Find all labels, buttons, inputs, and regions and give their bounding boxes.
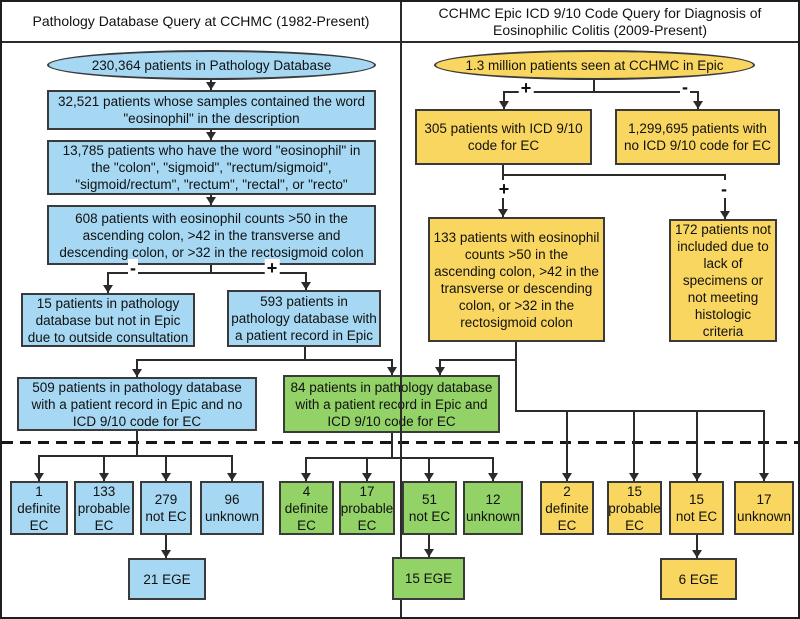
branch-sign-plus: + — [496, 179, 512, 199]
connector-line — [503, 91, 699, 93]
result-icd-probable-ec: 15 probable EC — [607, 481, 662, 535]
branch-sign-minus: - — [128, 258, 138, 278]
connector-line — [697, 91, 699, 109]
arrowhead — [301, 282, 311, 290]
arrowhead — [435, 367, 445, 375]
result-both-not-ec: 51 not EC — [402, 481, 457, 535]
connector-line — [38, 455, 40, 481]
result-icd-not-ec: 15 not EC — [669, 481, 724, 535]
arrowhead — [562, 473, 572, 481]
result-path-unknown: 96 unknown — [200, 481, 264, 535]
arrowhead — [132, 369, 142, 377]
arrowhead — [387, 367, 397, 375]
connector-line — [696, 410, 698, 481]
node-colon-site-filter: 13,785 patients who have the word "eosin… — [47, 140, 376, 195]
connector-line — [305, 457, 307, 481]
arrowhead — [629, 473, 639, 481]
connector-line — [38, 455, 233, 457]
connector-line — [136, 431, 138, 457]
connector-line — [305, 457, 494, 459]
left-panel-title: Pathology Database Query at CCHMC (1982-… — [32, 13, 370, 29]
result-icd-definite-ec: 2 definite EC — [540, 481, 594, 535]
arrowhead — [692, 473, 702, 481]
node-epic-with-icd-code: 84 patients in pathology database with a… — [283, 375, 500, 433]
node-excluded-patients: 172 patients not included due to lack of… — [669, 219, 777, 342]
branch-sign-plus: + — [518, 78, 534, 98]
connector-line — [593, 79, 595, 92]
node-epic-total: 1.3 million patients seen at CCHMC in Ep… — [434, 50, 755, 80]
result-icd-unknown: 17 unknown — [734, 481, 794, 535]
connector-line — [633, 410, 635, 481]
connector-line — [503, 174, 726, 176]
connector-line — [304, 347, 306, 360]
connector-line — [107, 272, 109, 293]
connector-line — [165, 535, 167, 558]
node-not-in-epic: 15 patients in pathology database but no… — [21, 293, 195, 347]
arrowhead — [99, 473, 109, 481]
connector-line — [136, 359, 393, 361]
branch-sign-minus: - — [680, 77, 690, 97]
node-icd-code-ec: 305 patients with ICD 9/10 code for EC — [415, 109, 592, 165]
branch-sign-minus: - — [719, 179, 729, 199]
arrowhead — [693, 101, 703, 109]
arrowhead — [499, 101, 509, 109]
arrowhead — [362, 473, 372, 481]
connector-line — [103, 455, 105, 481]
connector-line — [763, 410, 765, 481]
node-pathology-total: 230,364 patients in Pathology Database — [47, 50, 376, 80]
connector-line — [515, 342, 517, 412]
result-path-ege: 21 EGE — [128, 558, 206, 600]
arrowhead — [103, 285, 113, 293]
connector-line — [107, 272, 307, 274]
connector-line — [231, 455, 233, 481]
result-path-not-ec: 279 not EC — [140, 481, 192, 535]
node-no-icd-code-ec: 1,299,695 patients with no ICD 9/10 code… — [615, 109, 780, 165]
connector-line — [428, 457, 430, 481]
result-both-unknown: 12 unknown — [463, 481, 523, 535]
arrowhead — [161, 550, 171, 558]
arrowhead — [227, 473, 237, 481]
arrowhead — [301, 473, 311, 481]
connector-line — [428, 535, 430, 557]
arrowhead — [206, 82, 216, 90]
node-eosinophil-word-filter: 32,521 patients whose samples contained … — [47, 90, 376, 130]
arrowhead — [34, 473, 44, 481]
result-both-probable-ec: 17 probable EC — [339, 481, 395, 535]
connector-line — [492, 457, 494, 481]
result-path-probable-ec: 133 probable EC — [74, 481, 134, 535]
arrowhead — [759, 473, 769, 481]
result-path-definite-ec: 1 definite EC — [10, 481, 68, 535]
panel-divider-line — [400, 2, 402, 617]
node-in-epic: 593 patients in pathology database with … — [227, 290, 381, 347]
connector-line — [566, 410, 568, 481]
arrowhead — [498, 209, 508, 217]
connector-line — [165, 455, 167, 481]
arrowhead — [161, 473, 171, 481]
connector-line — [391, 433, 393, 458]
node-epic-no-icd-code: 509 patients in pathology database with … — [17, 377, 257, 431]
connector-line — [696, 535, 698, 558]
arrowhead — [720, 211, 730, 219]
result-icd-ege: 6 EGE — [660, 558, 737, 600]
arrowhead — [692, 550, 702, 558]
arrowhead — [488, 473, 498, 481]
arrowhead — [206, 197, 216, 205]
connector-line — [305, 272, 307, 290]
connector-line — [366, 457, 368, 481]
arrowhead — [424, 549, 434, 557]
connector-line — [440, 359, 517, 361]
node-eosinophil-count-filter: 608 patients with eosinophil counts >50 … — [47, 205, 376, 265]
branch-sign-plus: + — [264, 258, 280, 278]
node-epic-count-filter: 133 patients with eosinophil counts >50 … — [428, 217, 605, 342]
result-both-definite-ec: 4 definite EC — [279, 481, 334, 535]
connector-line — [503, 91, 505, 109]
connector-line — [210, 264, 212, 274]
arrowhead — [424, 473, 434, 481]
result-both-ege: 15 EGE — [392, 557, 465, 600]
arrowhead — [206, 132, 216, 140]
connector-line — [515, 410, 765, 412]
connector-line — [136, 359, 138, 377]
right-panel-title: CCHMC Epic ICD 9/10 Code Query for Diagn… — [438, 4, 762, 38]
